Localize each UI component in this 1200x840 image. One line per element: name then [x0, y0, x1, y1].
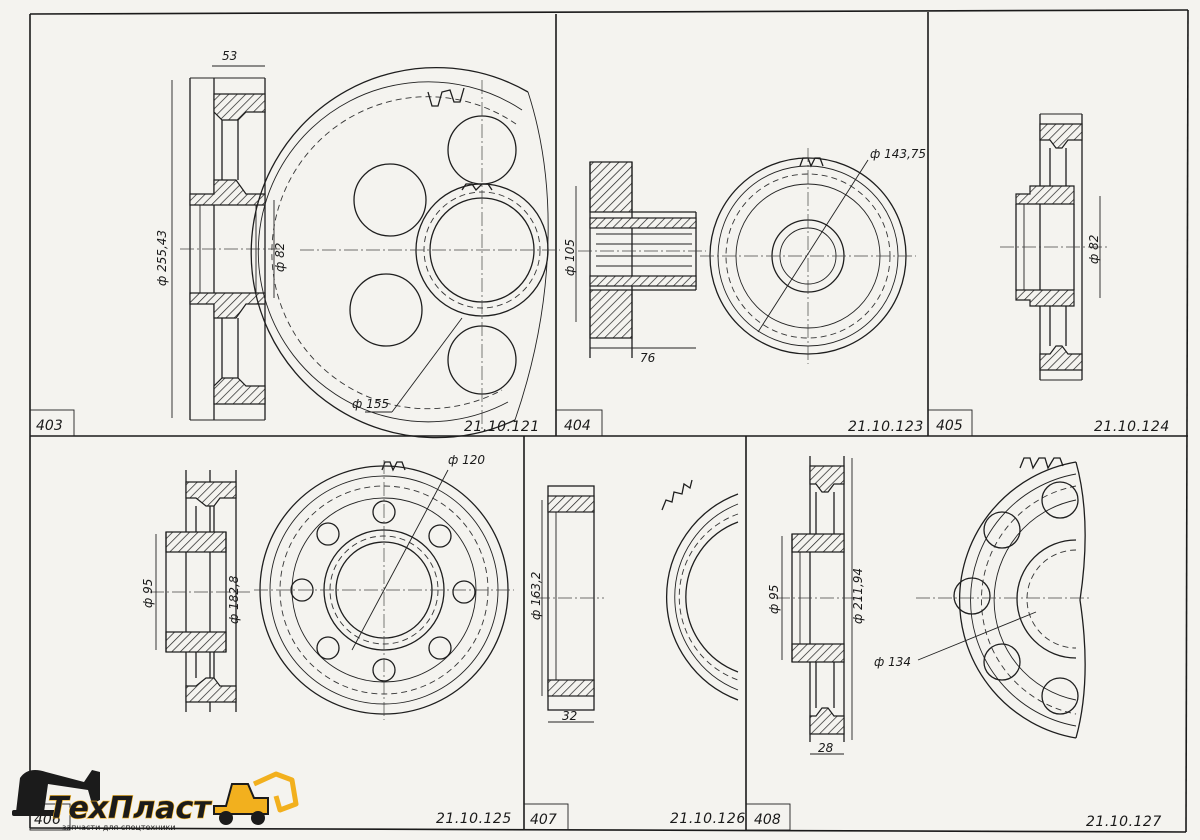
dim-408-hub-dia: ф 95 [767, 585, 781, 614]
panel-404: ф 105 76 ф 143,75 404 21.10.123 [555, 147, 926, 437]
panel-number-408: 408 [754, 812, 781, 828]
excavator-icon [12, 770, 100, 816]
dim-403-bore-dia: ф 82 [273, 243, 287, 272]
front-view-403 [250, 67, 560, 439]
panel-number-404: 404 [564, 418, 591, 434]
dim-406-outer-dia: ф 182,8 [227, 575, 241, 624]
part-code-406: 21.10.125 [436, 811, 512, 827]
panel-number-407: 407 [530, 812, 557, 828]
logo-wordmark: ТехПласт [48, 791, 212, 826]
front-view-407 [661, 479, 739, 701]
panel-number-403: 403 [36, 418, 63, 434]
dim-404-gear-dia: ф 143,75 [870, 147, 926, 161]
sheet-frame [29, 9, 1189, 833]
dim-408-width: 28 [818, 741, 834, 755]
side-view-406 [150, 470, 250, 712]
side-view-403 [171, 65, 280, 421]
side-view-405 [1000, 113, 1110, 381]
dim-406-bolt-circle: ф 120 [448, 453, 485, 467]
panel-407: ф 163,2 32 407 21.10.126 [523, 479, 746, 831]
techplast-logo: ТехПласт запчасти для спецтехники [12, 770, 299, 832]
part-code-405: 21.10.124 [1094, 419, 1170, 435]
part-code-408: 21.10.127 [1086, 814, 1162, 830]
front-view-404 [700, 148, 916, 364]
part-code-403: 21.10.121 [464, 419, 540, 435]
front-view-406 [254, 460, 514, 720]
logo-tagline: запчасти для спецтехники [62, 823, 176, 832]
panel-406: ф 95 ф 182,8 ф 120 406 21.10.125 [29, 453, 514, 831]
loader-icon [213, 771, 299, 825]
panel-number-405: 405 [936, 418, 963, 434]
dim-406-hub-dia: ф 95 [141, 579, 155, 608]
dim-408-pitch-dia: ф 134 [874, 655, 911, 669]
front-view-408 [916, 457, 1090, 739]
side-view-408 [776, 456, 862, 755]
dim-403-pitch-dia: ф 155 [352, 397, 389, 411]
side-view-407 [536, 485, 604, 723]
panel-403: 53 ф 255,43 ф 82 ф 155 403 21.10.121 [29, 49, 560, 439]
dim-403-width: 53 [222, 49, 237, 63]
dim-404-hub-dia: ф 105 [563, 239, 577, 276]
dim-403-outer-dia: ф 255,43 [155, 230, 169, 286]
part-code-407: 21.10.126 [670, 811, 746, 827]
dim-407-dia: ф 163,2 [529, 572, 543, 620]
part-code-404: 21.10.123 [848, 419, 924, 435]
dim-407-width: 32 [562, 709, 577, 723]
side-view-404 [575, 161, 706, 358]
dim-405-bore-dia: ф 82 [1087, 235, 1101, 264]
panel-405: ф 82 405 21.10.124 [927, 113, 1170, 437]
dim-408-outer-dia: ф 211,94 [851, 568, 865, 624]
dim-404-length: 76 [640, 351, 656, 365]
panel-408: ф 95 ф 211,94 28 ф 134 408 21.10.127 [745, 456, 1162, 831]
